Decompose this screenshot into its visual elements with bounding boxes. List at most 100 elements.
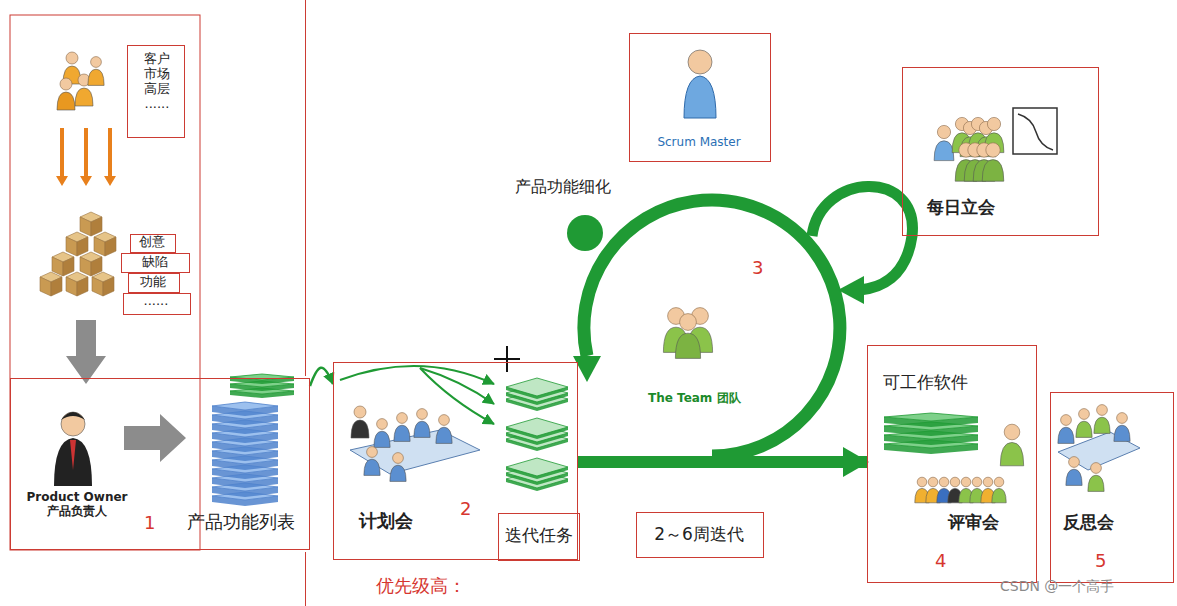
person-icon <box>394 413 410 442</box>
down-arrow <box>84 128 88 178</box>
stack-slab-side <box>230 391 294 398</box>
stack-slab-side <box>884 417 978 427</box>
person-body <box>934 141 954 161</box>
grey-arrow <box>124 414 186 462</box>
cube-side <box>77 277 88 296</box>
item-box: 缺陷 <box>121 253 190 273</box>
person-head <box>937 125 950 138</box>
stack-slab-side <box>212 406 278 416</box>
master-head <box>688 50 712 74</box>
stack-slab-side <box>884 426 978 436</box>
divider-line <box>305 0 306 376</box>
person-icon <box>364 447 380 476</box>
stack-slab-side <box>212 496 278 506</box>
planning-region: 计划会 2 迭代任务 <box>333 362 578 560</box>
person-icon <box>934 125 954 160</box>
person-head <box>91 57 102 68</box>
person-body <box>374 431 390 447</box>
person-head <box>994 477 1004 487</box>
stack-slab-side <box>212 424 278 434</box>
person-head <box>66 52 78 64</box>
person-icon <box>982 143 1004 181</box>
team-label: The Team 团队 <box>648 392 741 406</box>
audience-icon <box>992 477 1006 503</box>
step-label: 产品功能细化 <box>515 178 611 196</box>
item-box: 创意 <box>130 234 176 253</box>
cube-side <box>51 277 62 296</box>
person-body <box>57 92 75 110</box>
callout-number: 4 <box>935 551 955 572</box>
owner-label: Product Owner 产品负责人 <box>23 491 131 519</box>
person-head <box>983 477 993 487</box>
person-icon <box>436 415 452 444</box>
meeting-label: 计划会 <box>359 511 429 532</box>
person-head <box>950 477 960 487</box>
source-box: 客户 市场 高层 ...... <box>127 45 185 138</box>
callout-number: 2 <box>460 499 480 520</box>
person-head <box>393 453 404 464</box>
person-body <box>414 421 430 437</box>
person-body <box>364 459 380 475</box>
item-box: ...... <box>123 293 191 315</box>
person-head <box>1061 415 1072 426</box>
fan-arrow <box>340 366 494 384</box>
person-head <box>1004 424 1020 440</box>
stack-slab-side <box>506 467 568 479</box>
node-text: ...... <box>124 294 188 309</box>
flow-arrow <box>310 368 333 386</box>
meeting-label: 评审会 <box>948 513 1018 533</box>
role-box: Scrum Master <box>629 33 771 162</box>
meeting-label: 每日立会 <box>927 198 1017 218</box>
person-body <box>1000 442 1023 465</box>
person-icon <box>1076 409 1092 438</box>
cube-side <box>77 237 88 256</box>
task-box: 迭代任务 <box>498 513 580 561</box>
owner-head <box>61 412 85 436</box>
person-head <box>680 314 697 331</box>
person-head <box>1091 463 1102 474</box>
cube-side <box>80 257 91 276</box>
node-text: 客户 市场 高层 ...... <box>142 52 172 112</box>
stack-slab-side <box>884 444 978 454</box>
person-icon <box>1114 413 1130 442</box>
region-frame <box>10 15 200 550</box>
daily-loop-head <box>838 276 864 304</box>
stack-slab <box>506 418 568 436</box>
watermark: CSDN @一个高手 <box>1000 578 1114 594</box>
person-icon <box>1066 457 1082 486</box>
stack-slab-side <box>212 478 278 488</box>
stack-slab-side <box>212 415 278 425</box>
note-text: 优先级高： <box>376 576 466 597</box>
person-body <box>436 427 452 443</box>
cube-side <box>103 277 114 296</box>
down-arrow <box>60 128 64 178</box>
cube-side <box>66 237 77 256</box>
cursor-cross <box>494 358 520 360</box>
person-head <box>397 413 408 424</box>
stack-slab-side <box>212 433 278 443</box>
person-head <box>367 447 378 458</box>
flow-arrow <box>578 456 867 468</box>
person-body <box>992 488 1006 502</box>
master-body <box>684 76 716 118</box>
person-body <box>1114 425 1130 441</box>
node-text: 创意 <box>131 235 173 250</box>
stack-slab-side <box>506 387 568 399</box>
person-body <box>982 160 1004 182</box>
burndown-line <box>1018 114 1053 150</box>
person-head <box>917 477 927 487</box>
person-body <box>1058 427 1074 443</box>
person-head <box>928 477 938 487</box>
person-body <box>75 88 93 106</box>
callout-number: 1 <box>144 513 166 534</box>
stack-slab-side <box>884 435 978 445</box>
callout-number: 5 <box>1095 551 1115 572</box>
stack-slab-side <box>212 451 278 461</box>
fan-arrow <box>420 368 494 404</box>
person-head <box>986 143 1000 157</box>
stack-slab <box>506 458 568 476</box>
cube-side <box>80 217 91 236</box>
person-head <box>1069 457 1080 468</box>
grey-arrow <box>66 320 106 384</box>
down-arrow <box>108 128 112 178</box>
